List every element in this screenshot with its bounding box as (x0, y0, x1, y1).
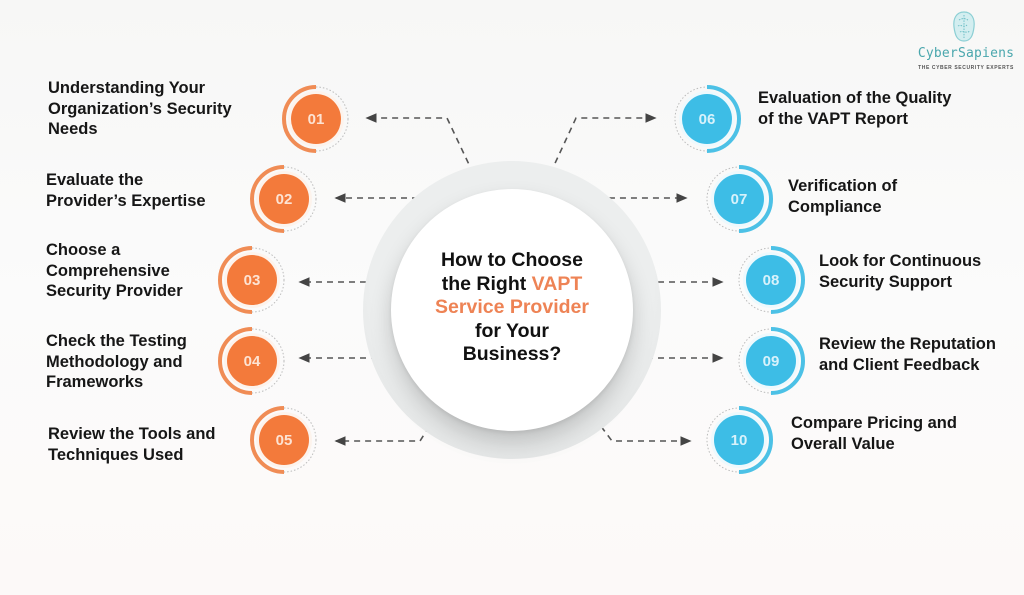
label-line: Techniques Used (48, 445, 184, 464)
label-line: Understanding Your (48, 79, 206, 97)
step-03-badge: 03 (217, 245, 287, 315)
hub-title-accent-vapt: VAPT (531, 272, 583, 295)
step-number: 09 (746, 336, 796, 386)
hub-title-line-2: the Right VAPT (435, 273, 589, 297)
step-05-badge: 05 (249, 405, 319, 475)
step-09-label: Review the Reputation and Client Feedbac… (819, 334, 996, 375)
step-03-label: Choose a Comprehensive Security Provider (46, 240, 183, 302)
step-number: 08 (746, 255, 796, 305)
step-number: 10 (714, 415, 764, 465)
label-line: Comprehensive (46, 261, 170, 280)
label-line: Needs (48, 120, 98, 138)
label-line: Methodology and (46, 352, 183, 371)
label-line: Evaluation of the Quality (758, 89, 952, 107)
label-line: Review the Tools and (48, 425, 216, 443)
label-line: Choose a (46, 241, 121, 259)
step-10-badge: 10 (704, 405, 774, 475)
brain-icon (953, 11, 975, 42)
step-number: 04 (227, 336, 277, 386)
step-02-label: Evaluate the Provider’s Expertise (46, 170, 206, 211)
hub-title-line-1: How to Choose (441, 249, 583, 272)
hub-title-line-2-text: the Right (441, 272, 532, 295)
step-04-label: Check the Testing Methodology and Framew… (46, 331, 187, 393)
label-line: Overall Value (791, 434, 895, 453)
step-number: 07 (714, 174, 764, 224)
hub-title-line-4: for Your (474, 319, 550, 342)
step-08-label: Look for Continuous Security Support (819, 251, 981, 292)
step-04-badge: 04 (217, 326, 287, 396)
logo-name: CyberSapiens (917, 46, 1015, 61)
label-line: Evaluate the (46, 171, 144, 189)
label-line: Compliance (788, 197, 882, 216)
hub-title-line-5: Business? (462, 343, 562, 366)
step-08-badge: 08 (736, 245, 806, 315)
step-07-badge: 07 (704, 164, 774, 234)
logo-tagline: THE CYBER SECURITY EXPERTS (918, 65, 1014, 71)
label-line: Frameworks (46, 373, 144, 391)
step-09-badge: 09 (736, 326, 806, 396)
hub-title: How to Choose the Right VAPT Service Pro… (435, 249, 589, 367)
step-10-label: Compare Pricing and Overall Value (791, 413, 957, 454)
label-line: Review the Reputation (819, 335, 996, 353)
hub-circle: How to Choose the Right VAPT Service Pro… (391, 189, 633, 431)
label-line: Verification of (788, 177, 898, 195)
step-06-label: Evaluation of the Quality of the VAPT Re… (758, 88, 951, 129)
step-02-badge: 02 (249, 164, 319, 234)
label-line: of the VAPT Report (758, 109, 909, 128)
step-06-badge: 06 (672, 84, 742, 154)
step-number: 06 (682, 94, 732, 144)
step-07-label: Verification of Compliance (788, 176, 897, 217)
label-line: and Client Feedback (819, 355, 980, 374)
step-number: 02 (259, 174, 309, 224)
cybersapiens-logo: CyberSapiens THE CYBER SECURITY EXPERTS (912, 8, 1020, 74)
hub-title-accent-service-provider: Service Provider (435, 296, 589, 319)
label-line: Compare Pricing and (791, 414, 957, 432)
step-number: 05 (259, 415, 309, 465)
label-line: Organization’s Security (48, 99, 232, 118)
step-05-label: Review the Tools and Techniques Used (48, 424, 215, 465)
label-line: Provider’s Expertise (46, 191, 206, 210)
label-line: Security Provider (46, 282, 183, 300)
step-01-label: Understanding Your Organization’s Securi… (48, 78, 232, 140)
step-01-badge: 01 (281, 84, 351, 154)
step-number: 03 (227, 255, 277, 305)
label-line: Look for Continuous (819, 252, 982, 270)
label-line: Check the Testing (46, 332, 187, 350)
label-line: Security Support (819, 272, 952, 291)
step-number: 01 (291, 94, 341, 144)
